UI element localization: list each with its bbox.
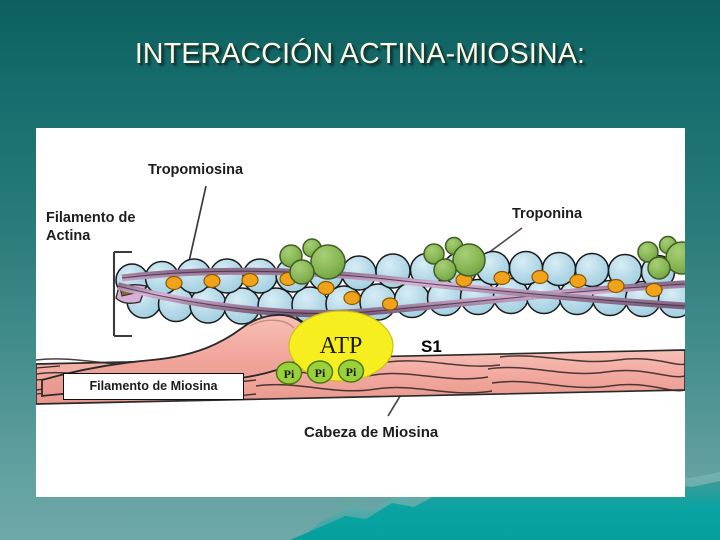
label-filamento-de-actina: Filamento de Actina (46, 210, 135, 245)
phosphate-3 (337, 359, 365, 383)
label-tropomiosina: Tropomiosina (148, 162, 244, 178)
page-title: INTERACCIÓN ACTINA-MIOSINA: (134, 38, 586, 70)
phosphate-groups (275, 359, 365, 385)
label-filamento-de-miosina: Filamento de Miosina (89, 379, 218, 393)
phosphate-1-label: Pi (284, 367, 295, 381)
phosphate-2-label: Pi (315, 366, 326, 380)
figure-panel: Pi Pi Pi ATP Tropomiosina Filamento de A… (36, 128, 685, 497)
phosphate-3-label: Pi (346, 365, 357, 379)
atp-label: ATP (320, 333, 363, 359)
myosin-binding-sites (165, 269, 663, 311)
tropomyosin-strands (117, 267, 685, 318)
troponin-complexes (279, 235, 685, 285)
label-filamento-de-actina-line2: Actina (46, 227, 91, 244)
leader-line-tropomiosina (187, 185, 207, 267)
actin-bracket (112, 250, 132, 338)
phosphate-2 (306, 360, 334, 384)
label-cabeza-de-miosina: Cabeza de Miosina (304, 424, 439, 441)
label-s1: S1 (421, 337, 442, 356)
title-container: INTERACCIÓN ACTINA-MIOSINA: (0, 38, 720, 71)
label-box-filamento-de-miosina: Filamento de Miosina (63, 373, 244, 400)
label-filamento-de-actina-line1: Filamento de (46, 210, 136, 226)
phosphate-1 (275, 361, 303, 385)
label-troponina: Troponina (512, 206, 583, 222)
